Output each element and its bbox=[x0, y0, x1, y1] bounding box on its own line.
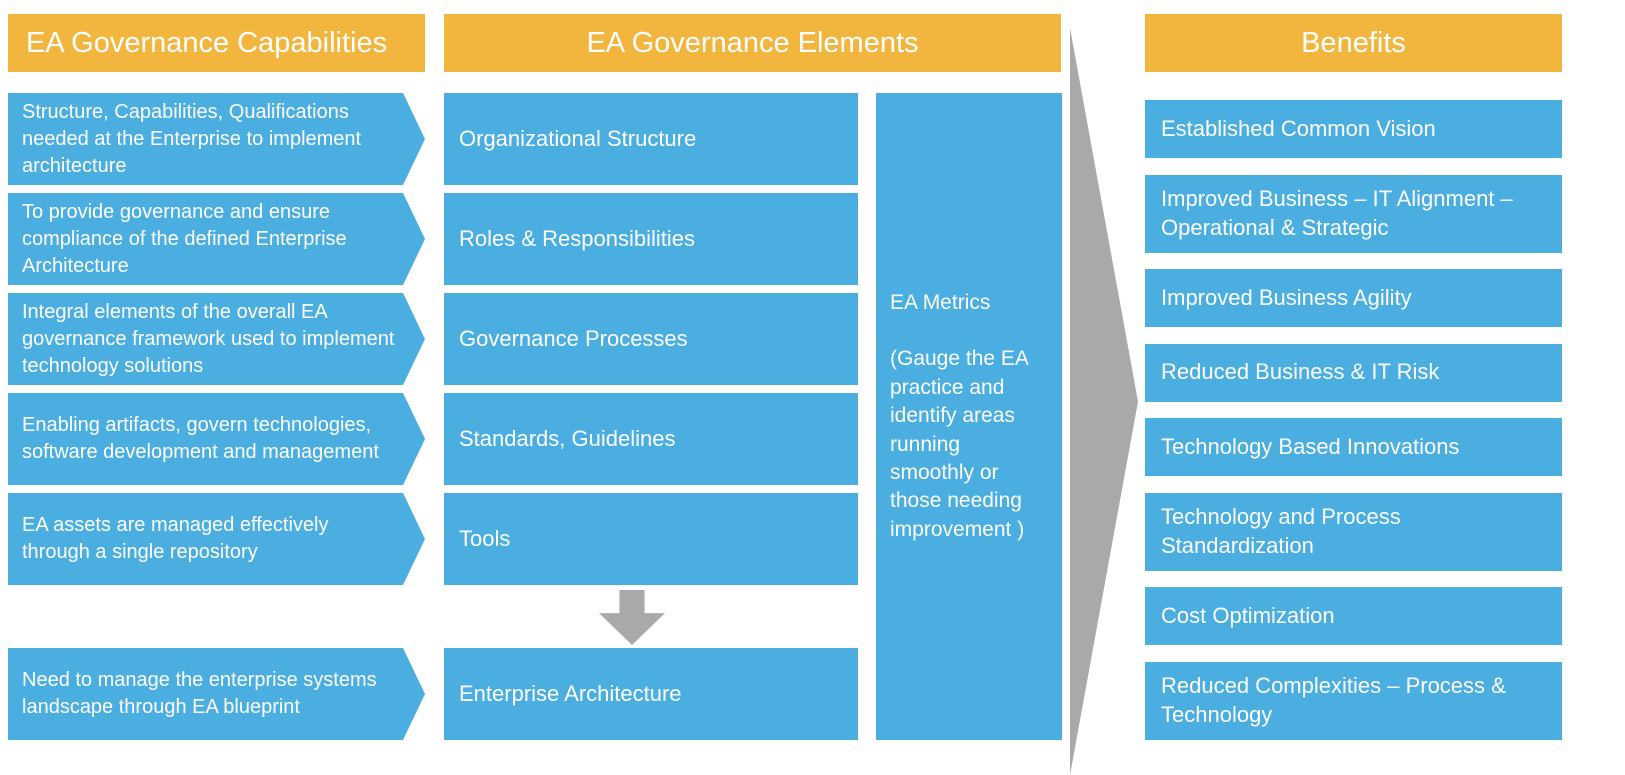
elements-header: EA Governance Elements bbox=[444, 14, 1061, 72]
benefit-item: Reduced Complexities – Process & Technol… bbox=[1145, 661, 1562, 740]
benefits-list: Established Common Vision Improved Busin… bbox=[1145, 100, 1562, 740]
element-item: Organizational Structure bbox=[444, 93, 858, 185]
capability-item: Integral elements of the overall EA gove… bbox=[8, 293, 425, 385]
benefit-item: Technology and Process Standardization bbox=[1145, 492, 1562, 571]
benefit-item: Technology Based Innovations bbox=[1145, 418, 1562, 477]
down-arrow-icon bbox=[599, 590, 665, 645]
element-item: Roles & Responsibilities bbox=[444, 193, 858, 285]
element-item: Governance Processes bbox=[444, 293, 858, 385]
capability-item: Enabling artifacts, govern technologies,… bbox=[8, 393, 425, 485]
element-item: Standards, Guidelines bbox=[444, 393, 858, 485]
capability-item: Need to manage the enterprise systems la… bbox=[8, 648, 425, 740]
metrics-description: (Gauge the EA practice and identify area… bbox=[890, 347, 1028, 541]
capabilities-header: EA Governance Capabilities bbox=[8, 14, 425, 72]
benefits-header: Benefits bbox=[1145, 14, 1562, 72]
element-item: Tools bbox=[444, 493, 858, 585]
benefit-item: Improved Business – IT Alignment – Opera… bbox=[1145, 174, 1562, 253]
capability-item: EA assets are managed effectively throug… bbox=[8, 493, 425, 585]
benefit-item: Reduced Business & IT Risk bbox=[1145, 343, 1562, 402]
element-item: Enterprise Architecture bbox=[444, 648, 858, 740]
capability-item: Structure, Capabilities, Qualifications … bbox=[8, 93, 425, 185]
metrics-panel: EA Metrics (Gauge the EA practice and id… bbox=[876, 93, 1062, 740]
metrics-title: EA Metrics bbox=[890, 291, 991, 315]
right-arrow-icon bbox=[1070, 28, 1138, 775]
capability-item: To provide governance and ensure complia… bbox=[8, 193, 425, 285]
benefit-item: Established Common Vision bbox=[1145, 100, 1562, 158]
benefit-item: Improved Business Agility bbox=[1145, 269, 1562, 328]
benefit-item: Cost Optimization bbox=[1145, 587, 1562, 646]
